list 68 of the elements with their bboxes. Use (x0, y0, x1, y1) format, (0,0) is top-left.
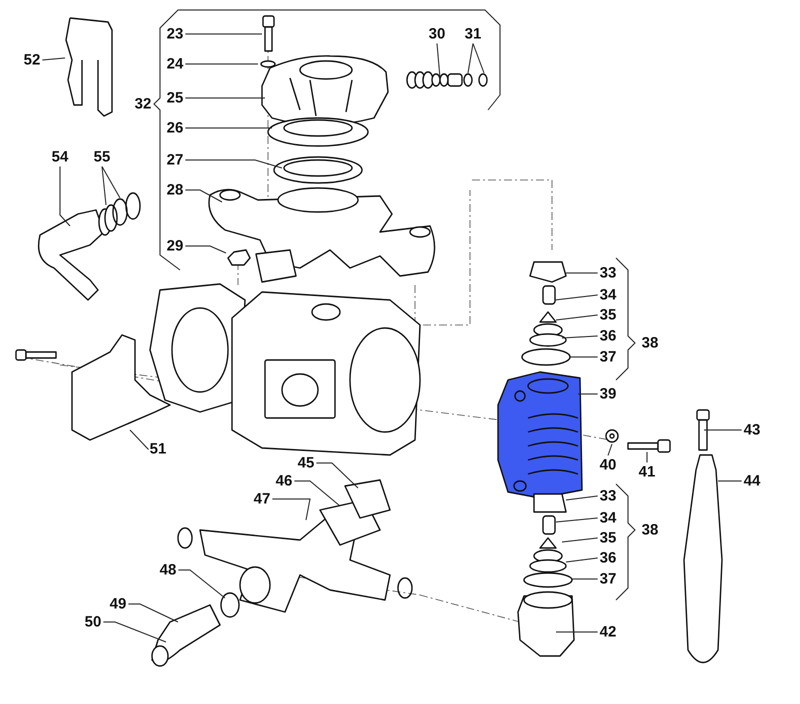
callout-number: 54 (50, 148, 70, 166)
leader-line (566, 496, 598, 500)
callout-number: 38 (640, 334, 660, 352)
leader-line (566, 558, 598, 562)
callout-number: 36 (598, 328, 618, 344)
callout-number: 31 (464, 26, 482, 42)
leader-line (184, 160, 282, 168)
callout-number: 25 (166, 90, 184, 106)
leader-line (468, 43, 474, 74)
callout-number: 37 (598, 348, 618, 366)
callout-number: 35 (598, 530, 618, 546)
callout-number: 24 (166, 56, 184, 72)
callout-number: 26 (166, 120, 184, 136)
callout-number: 34 (598, 286, 618, 304)
callout-number: 36 (598, 550, 618, 566)
callout-number: 32 (134, 96, 152, 112)
leader-line (272, 498, 311, 520)
callout-number: 52 (22, 52, 42, 68)
leader-line (570, 356, 598, 358)
callout-number: 48 (158, 562, 178, 578)
callout-number: 39 (598, 386, 618, 402)
callout-number: 45 (296, 454, 316, 472)
leader-line (130, 430, 150, 450)
callout-number: 23 (166, 26, 184, 42)
callout-number: 34 (598, 510, 618, 526)
callout-number: 27 (166, 152, 184, 168)
leader-line (564, 272, 598, 274)
callout-number: 47 (252, 490, 272, 508)
callout-number: 30 (428, 26, 446, 42)
leader-line (178, 570, 226, 598)
callout-number: 33 (598, 488, 618, 504)
leader-line (184, 246, 226, 254)
leader-line (102, 166, 120, 198)
callout-number: 51 (148, 440, 168, 458)
leader-line (572, 578, 598, 580)
callout-number: 55 (92, 148, 112, 166)
leader-line (562, 336, 598, 338)
callout-number: 28 (166, 182, 184, 198)
callout-number: 46 (274, 472, 294, 490)
callout-number: 35 (598, 306, 618, 324)
leader-line (554, 294, 598, 300)
callout-number: 41 (638, 464, 656, 480)
callout-number: 33 (598, 264, 618, 282)
leader-line (436, 43, 440, 78)
leader-line (646, 452, 648, 463)
leader-line (556, 518, 598, 522)
leader-line (556, 314, 598, 320)
callout-number: 37 (598, 570, 618, 588)
leader-line (562, 538, 598, 542)
callout-number: 44 (742, 472, 762, 490)
leader-line (718, 480, 742, 482)
callout-number: 43 (742, 422, 762, 438)
callout-number: 50 (84, 614, 102, 630)
leader-line (60, 166, 70, 226)
leader-line (128, 604, 178, 622)
callout-number: 49 (108, 596, 128, 612)
leader-line (608, 444, 612, 456)
callout-number: 42 (598, 624, 618, 640)
leader-line (184, 190, 222, 202)
leader-line (316, 462, 358, 488)
callout-number: 29 (166, 238, 184, 254)
callout-number: 40 (598, 456, 618, 474)
leader-line (472, 43, 484, 74)
leader-line (102, 622, 166, 642)
leader-line (102, 166, 106, 206)
leader-line (42, 58, 66, 60)
callout-number: 38 (640, 522, 660, 538)
leader-line (294, 480, 340, 506)
